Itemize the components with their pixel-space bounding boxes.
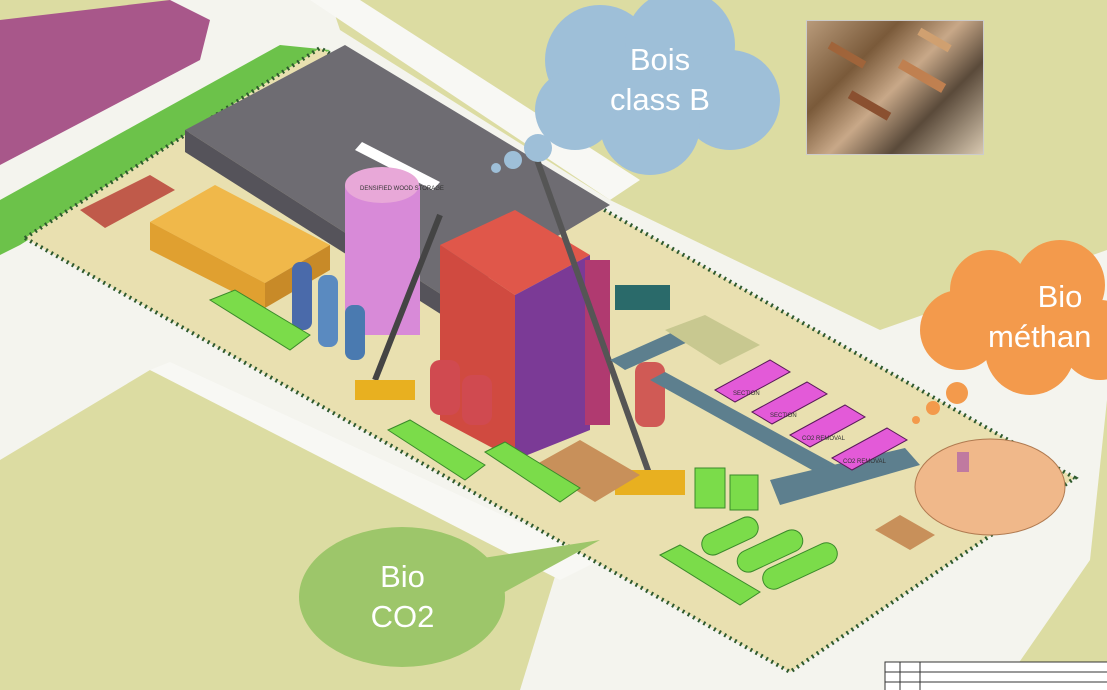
digester-area — [914, 438, 1066, 536]
methane-cloud-line1: Bio — [1037, 279, 1083, 314]
storage-label: DENSIFIED WOOD STORAGE — [360, 186, 444, 192]
tank — [345, 305, 365, 360]
wood-cloud-text: Bois class B — [590, 40, 730, 120]
methane-cloud-line2: méthan — [988, 319, 1092, 354]
road-top — [310, 0, 640, 200]
grey-building-label — [355, 142, 440, 190]
canopy — [665, 315, 760, 365]
tank — [292, 262, 312, 330]
green-equipment — [208, 289, 838, 606]
wood-cloud — [491, 0, 780, 175]
orange-building-front — [150, 222, 265, 308]
reactor — [430, 360, 460, 415]
tank — [318, 275, 338, 347]
parking — [80, 175, 175, 228]
red-building-top — [440, 210, 590, 295]
reactor — [462, 375, 492, 425]
reactor — [635, 362, 665, 427]
co2-callout-text: Bio CO2 — [345, 557, 460, 637]
pad — [535, 440, 640, 502]
land-right — [1000, 400, 1107, 690]
silo-top — [345, 167, 419, 203]
co2-callout — [299, 527, 600, 667]
red-tower — [585, 260, 610, 425]
road-bottom — [150, 362, 600, 580]
co2-callout-line2: CO2 — [370, 599, 435, 634]
red-building-side — [515, 255, 590, 460]
wood-cloud-line2: class B — [610, 82, 710, 117]
co2-callout-line1: Bio — [380, 559, 425, 594]
orange-building-top — [150, 185, 330, 283]
pink-modules: SECTION SECTION CO2 REMOVAL CO2 REMOVAL — [713, 359, 909, 471]
purple-field — [0, 0, 210, 165]
title-block — [884, 661, 1107, 690]
section-label: SECTION — [733, 391, 760, 397]
methane-cloud-text: Bio méthan — [985, 277, 1107, 357]
crane-boom — [527, 138, 658, 492]
crane-boom — [372, 213, 443, 382]
bus — [615, 285, 670, 310]
crane-base — [355, 380, 415, 400]
section-label: SECTION — [770, 413, 797, 419]
pipe-rack — [650, 372, 845, 480]
wood-chips-photo — [806, 20, 984, 155]
wood-cloud-line1: Bois — [629, 42, 691, 77]
co2-removal-label: CO2 REMOVAL — [802, 436, 846, 442]
digester-tank — [957, 452, 969, 472]
co2-removal-label: CO2 REMOVAL — [843, 459, 887, 465]
methane-cloud — [912, 240, 1107, 424]
pad — [875, 515, 935, 550]
pipe-rack — [770, 448, 920, 505]
